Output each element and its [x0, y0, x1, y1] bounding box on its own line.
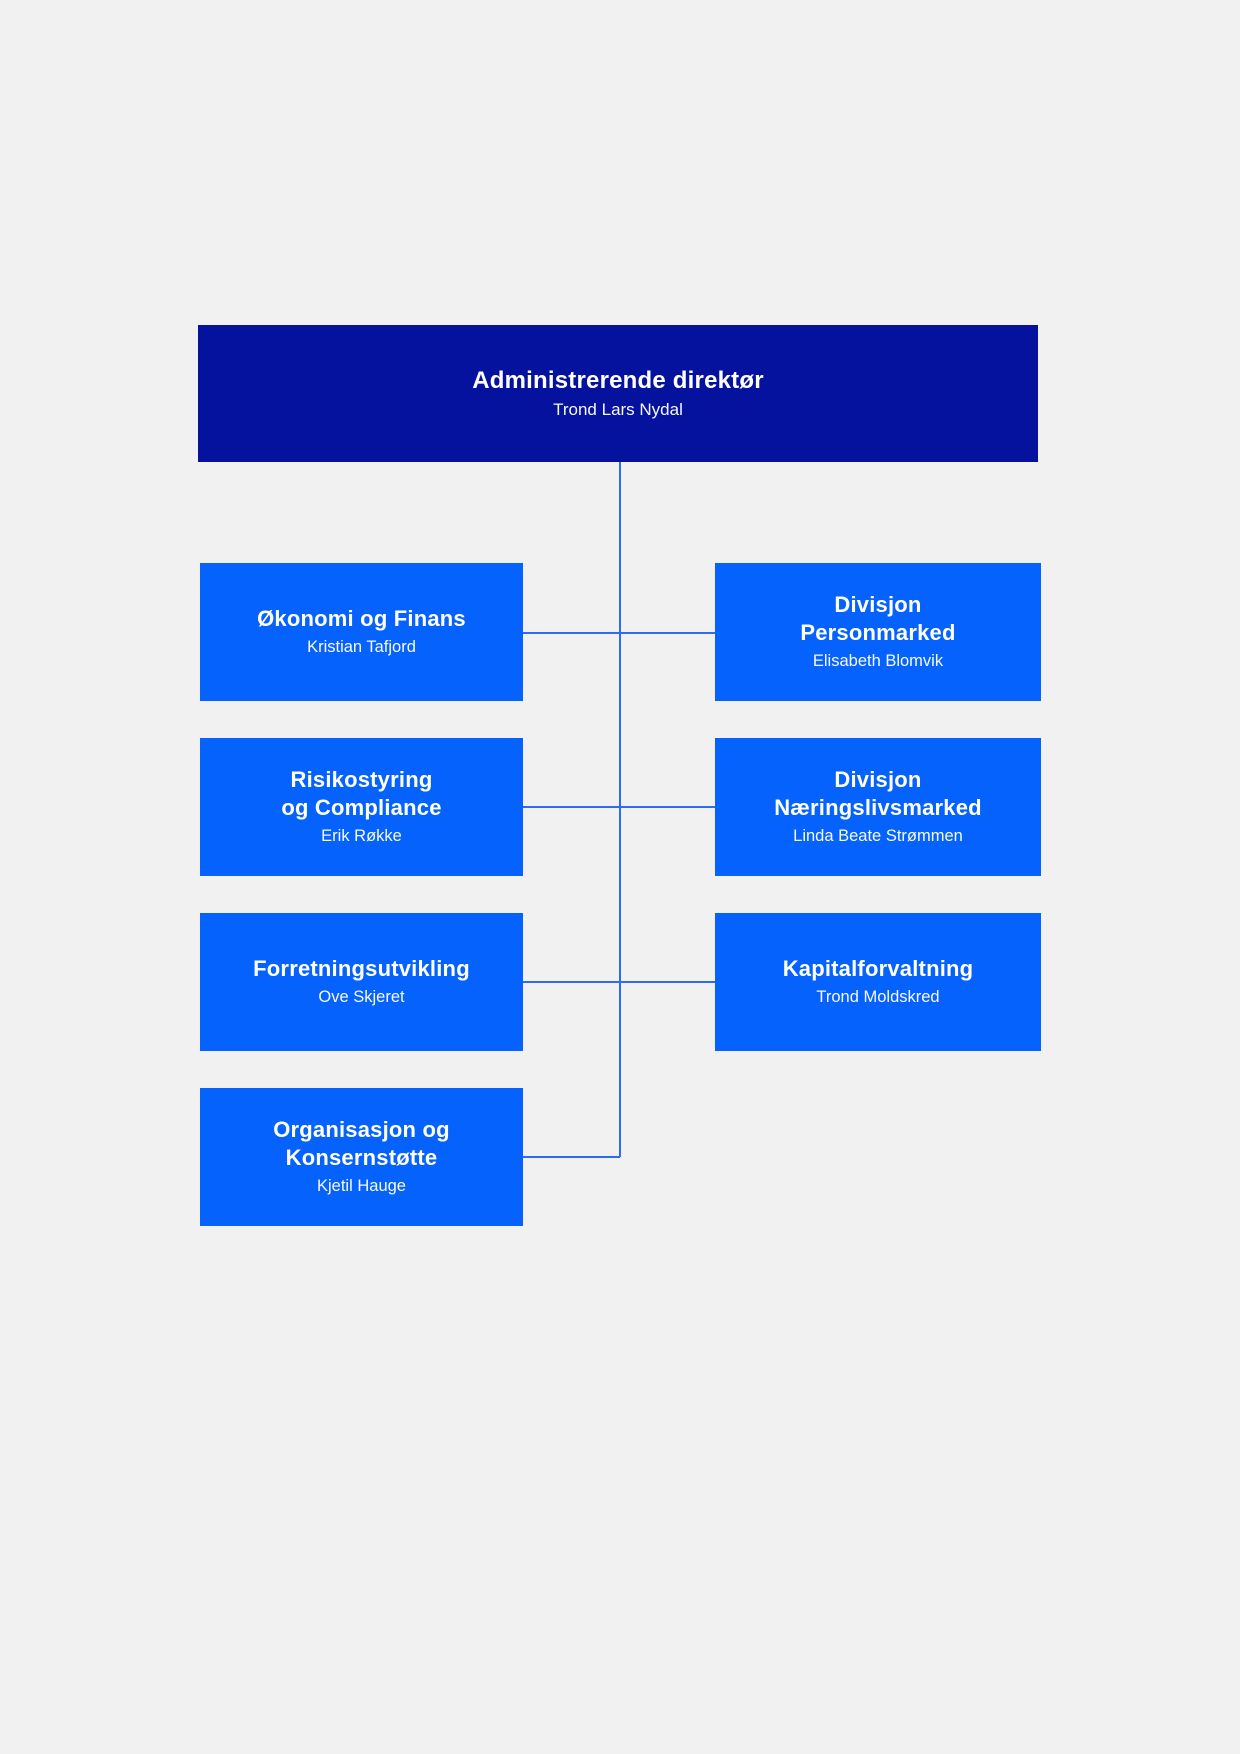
org-node-divisjon-personmarked: Divisjon Personmarked Elisabeth Blomvik [715, 563, 1041, 701]
org-node-forretningsutvikling: Forretningsutvikling Ove Skjeret [200, 913, 523, 1051]
org-node-title: Forretningsutvikling [253, 956, 470, 981]
org-node-person-name: Erik Røkke [321, 827, 402, 845]
connector-row4-horizontal [523, 1156, 620, 1158]
org-node-title: Risikostyring og Compliance [281, 767, 442, 820]
org-node-title: Organisasjon og Konsernstøtte [273, 1117, 450, 1170]
org-node-kapitalforvaltning: Kapitalforvaltning Trond Moldskred [715, 913, 1041, 1051]
org-node-person-name: Linda Beate Strømmen [793, 827, 963, 845]
org-node-divisjon-naeringslivsmarked: Divisjon Næringslivsmarked Linda Beate S… [715, 738, 1041, 876]
org-node-title: Divisjon Næringslivsmarked [774, 767, 982, 820]
org-node-person-name: Trond Moldskred [816, 988, 940, 1006]
connector-row3-horizontal [523, 981, 715, 983]
org-node-title: Divisjon Personmarked [800, 592, 956, 645]
connector-spine-vertical [619, 462, 621, 1157]
org-node-title: Økonomi og Finans [257, 606, 466, 631]
org-node-person-name: Kjetil Hauge [317, 1177, 406, 1195]
org-node-organisasjon-og-konsernstotte: Organisasjon og Konsernstøtte Kjetil Hau… [200, 1088, 523, 1226]
connector-row1-horizontal [523, 632, 715, 634]
org-node-title: Kapitalforvaltning [782, 956, 974, 981]
org-node-title: Administrerende direktør [472, 366, 764, 394]
org-node-person-name: Trond Lars Nydal [553, 399, 683, 419]
connector-row2-horizontal [523, 806, 715, 808]
org-node-okonomi-og-finans: Økonomi og Finans Kristian Tafjord [200, 563, 523, 701]
org-node-risikostyring-og-compliance: Risikostyring og Compliance Erik Røkke [200, 738, 523, 876]
org-node-ceo: Administrerende direktør Trond Lars Nyda… [198, 325, 1038, 462]
org-node-person-name: Elisabeth Blomvik [812, 652, 944, 670]
org-node-person-name: Ove Skjeret [318, 988, 405, 1006]
org-node-person-name: Kristian Tafjord [307, 638, 416, 656]
